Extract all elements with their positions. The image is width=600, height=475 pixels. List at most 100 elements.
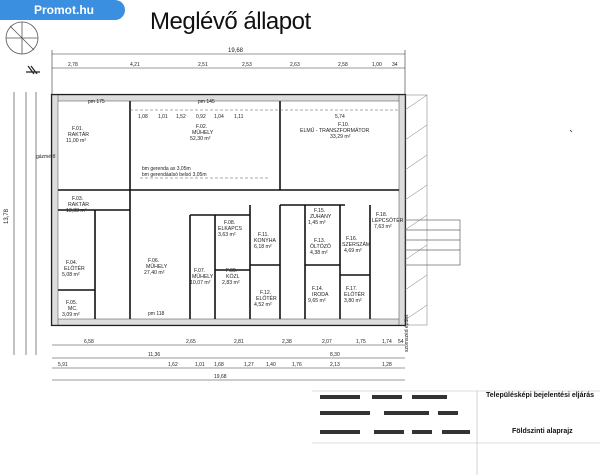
- svg-text:SZERSZÁM: SZERSZÁM: [342, 241, 370, 248]
- right-mark: [569, 129, 573, 133]
- room-f03: F.03. RAKTÁR 13,33 m²: [66, 196, 89, 214]
- svg-text:F.10.: F.10.: [338, 122, 349, 128]
- entrance-arrow-icon: [26, 65, 40, 75]
- svg-text:F.13.: F.13.: [314, 238, 325, 244]
- svg-text:4,52 m²: 4,52 m²: [254, 302, 272, 308]
- svg-text:F.03.: F.03.: [72, 196, 83, 202]
- svg-text:ELŐTÉR: ELŐTÉR: [64, 265, 85, 272]
- svg-text:1,68: 1,68: [214, 362, 224, 368]
- svg-text:1,01: 1,01: [158, 114, 168, 120]
- svg-text:7,63 m²: 7,63 m²: [374, 224, 392, 230]
- svg-text:1,11: 1,11: [234, 114, 244, 120]
- svg-text:MC.: MC.: [68, 306, 78, 312]
- bottom-dimensions: [52, 344, 405, 381]
- room-f02: F.02. MŰHELY 52,30 m²: [190, 124, 214, 142]
- svg-text:F.12.: F.12.: [260, 290, 271, 296]
- beam-lines: [130, 109, 399, 179]
- dim-text: 2,78: [68, 62, 78, 68]
- room-f04: F.04. ELŐTÉR 5,08 m²: [62, 260, 85, 278]
- room-f10: F.10. ELMŰ - TRANSZFORMÁTOR 33,29 m²: [300, 122, 370, 140]
- room-f01: F.01. RAKTÁR 11,00 m²: [66, 126, 89, 144]
- svg-text:2,65: 2,65: [186, 339, 196, 345]
- svg-text:pm 175: pm 175: [88, 99, 105, 105]
- svg-text:1,62: 1,62: [168, 362, 178, 368]
- svg-text:1,01: 1,01: [195, 362, 205, 368]
- svg-text:1,76: 1,76: [292, 362, 302, 368]
- svg-text:9,65 m²: 9,65 m²: [308, 298, 326, 304]
- page-title: Meglévő állapot: [150, 8, 311, 35]
- top-dim-row: 2,78 4,21 2,51 2,53 2,63 2,58 1,00 34: [68, 62, 398, 68]
- dim-text: 34: [392, 62, 398, 68]
- bottom-dim-rows: 6,58 2,65 2,81 2,38 2,07 1,75 1,74 54 11…: [58, 339, 404, 380]
- svg-text:F.18.: F.18.: [376, 212, 387, 218]
- title-block-line2: Földszinti alaprajz: [512, 428, 573, 435]
- title-block: [312, 390, 600, 475]
- svg-text:1,75: 1,75: [356, 339, 366, 345]
- svg-text:2,83 m²: 2,83 m²: [222, 280, 240, 286]
- svg-text:11,00 m²: 11,00 m²: [66, 138, 86, 144]
- svg-text:1,08: 1,08: [138, 114, 148, 120]
- svg-text:bm gerendáalsó belsö 3,05m: bm gerendáalsó belsö 3,05m: [142, 172, 207, 178]
- svg-text:F.11.: F.11.: [258, 232, 269, 238]
- svg-text:F.07.: F.07.: [194, 268, 205, 274]
- svg-text:F.16.: F.16.: [346, 236, 357, 242]
- svg-text:ZUHANY: ZUHANY: [310, 214, 332, 220]
- svg-text:1,45 m²: 1,45 m²: [308, 220, 326, 226]
- svg-text:F.02.: F.02.: [196, 124, 207, 130]
- svg-text:52,30 m²: 52,30 m²: [190, 136, 211, 142]
- svg-text:ELMŰ - TRANSZFORMÁTOR: ELMŰ - TRANSZFORMÁTOR: [300, 127, 370, 134]
- room-f14: F.14. IRODA 9,65 m²: [308, 286, 329, 304]
- svg-text:8,30: 8,30: [330, 352, 340, 358]
- badge-label: Promot.hu: [34, 3, 94, 17]
- svg-text:19,68: 19,68: [214, 374, 227, 380]
- svg-text:ELŐTÉR: ELŐTÉR: [256, 295, 277, 302]
- svg-text:F.17.: F.17.: [346, 286, 357, 292]
- svg-text:2,38: 2,38: [282, 339, 292, 345]
- svg-text:1,04: 1,04: [214, 114, 224, 120]
- room-f05: F.05. MC. 3,09 m²: [62, 300, 80, 318]
- svg-text:F.15.: F.15.: [314, 208, 325, 214]
- room-f12: F.12. ELŐTÉR 4,52 m²: [254, 290, 277, 308]
- svg-text:2,81: 2,81: [234, 339, 244, 345]
- compass-icon: [5, 21, 39, 55]
- svg-text:1,27: 1,27: [244, 362, 254, 368]
- svg-text:RAKTÁR: RAKTÁR: [68, 131, 89, 138]
- svg-text:IRODA: IRODA: [312, 292, 329, 298]
- svg-text:RAKTÁR: RAKTÁR: [68, 201, 89, 208]
- svg-text:5,91: 5,91: [58, 362, 68, 368]
- room-f13: F.13. ÖLTÖZŐ 4,38 m²: [310, 238, 331, 256]
- overall-width-label: 19,68: [228, 48, 244, 54]
- room-f16: F.16. SZERSZÁM 4,69 m²: [342, 236, 370, 254]
- svg-text:pm 145: pm 145: [198, 99, 215, 105]
- svg-text:1,74: 1,74: [382, 339, 392, 345]
- svg-text:5,74: 5,74: [335, 114, 345, 120]
- svg-text:bm gerenda ax 3,05m: bm gerenda ax 3,05m: [142, 166, 191, 172]
- svg-text:11,36: 11,36: [148, 352, 160, 358]
- svg-text:2,07: 2,07: [322, 339, 332, 345]
- dim-text: 2,63: [290, 62, 300, 68]
- svg-text:F.01.: F.01.: [72, 126, 83, 132]
- svg-text:ELKAPCS: ELKAPCS: [218, 226, 242, 232]
- dim-text: 2,51: [198, 62, 208, 68]
- room-labels: F.01. RAKTÁR 11,00 m² F.02. MŰHELY 52,30…: [62, 122, 404, 318]
- svg-text:szomszéd épület: szomszéd épület: [404, 314, 410, 352]
- interior-walls: [58, 101, 399, 319]
- svg-text:6,58: 6,58: [84, 339, 94, 345]
- svg-text:KÖZL: KÖZL: [226, 273, 240, 280]
- svg-text:F.09.: F.09.: [226, 268, 237, 274]
- room-f17: F.17. ELŐTÉR 3,80 m²: [344, 286, 365, 304]
- svg-text:F.05.: F.05.: [66, 300, 77, 306]
- svg-text:0,92: 0,92: [196, 114, 206, 120]
- svg-text:F.04.: F.04.: [66, 260, 77, 266]
- svg-text:KONYHA: KONYHA: [254, 238, 276, 244]
- top-dimensions: [51, 50, 406, 95]
- room-f18: F.18. LÉPCSŐTÉR 7,63 m²: [372, 212, 404, 230]
- svg-text:F.06.: F.06.: [148, 258, 159, 264]
- svg-text:3,80 m²: 3,80 m²: [344, 298, 362, 304]
- svg-text:F.14.: F.14.: [312, 286, 323, 292]
- title-block-line1: Településképi bejelentési eljárás: [486, 392, 595, 399]
- dim-text: 2,53: [242, 62, 252, 68]
- left-dimensions: [13, 92, 37, 355]
- promot-badge[interactable]: Promot.hu: [0, 0, 125, 20]
